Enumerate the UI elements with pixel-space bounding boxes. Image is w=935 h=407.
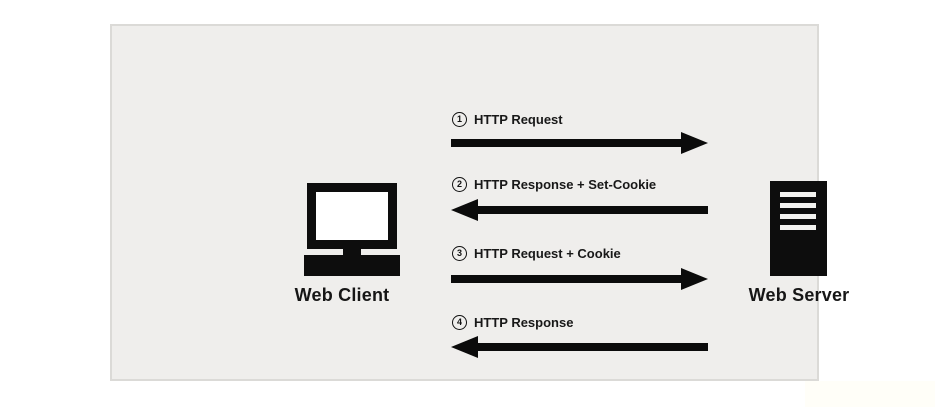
server-vent-slot [780, 192, 816, 197]
message-label: HTTP Response + Set-Cookie [474, 176, 657, 192]
message-row-3: 3 HTTP Request + Cookie [452, 245, 621, 261]
monitor-screen [307, 183, 397, 249]
web-server-icon server-tower-icon [770, 181, 827, 276]
web-client-label: Web Client [294, 285, 390, 305]
arrow-head [681, 268, 708, 290]
message-label: HTTP Response [474, 314, 574, 330]
server-vent-slot [780, 225, 816, 230]
step-number-badge: 2 [452, 176, 467, 192]
request-arrow-right-icon [451, 132, 708, 154]
step-number-badge: 4 [452, 314, 467, 330]
server-vent-slot [780, 214, 816, 219]
response-arrow-left-icon [451, 199, 708, 221]
response-arrow-left-icon [451, 336, 708, 358]
monitor-stand [343, 248, 361, 257]
message-row-2: 2 HTTP Response + Set-Cookie [452, 176, 656, 192]
message-row-1: 1 HTTP Request [452, 111, 563, 127]
arrow-shaft [473, 206, 708, 214]
message-label: HTTP Request [474, 111, 563, 127]
diagram-panel: Web Client Web Server 1 HTTP Request 2 H… [110, 24, 849, 381]
arrow-head [451, 199, 478, 221]
corner-tint [805, 381, 935, 407]
arrow-head [681, 132, 708, 154]
arrow-shaft [451, 275, 686, 283]
arrow-shaft [473, 343, 708, 351]
web-server-label: Web Server [748, 285, 850, 305]
arrow-shaft [451, 139, 686, 147]
server-vent-slot [780, 203, 816, 208]
step-number-badge: 1 [452, 111, 467, 127]
arrow-head [451, 336, 478, 358]
monitor-base [304, 255, 400, 276]
message-row-4: 4 HTTP Response [452, 314, 573, 330]
request-arrow-right-icon [451, 268, 708, 290]
step-number-badge: 3 [452, 245, 467, 261]
message-label: HTTP Request + Cookie [474, 245, 621, 261]
